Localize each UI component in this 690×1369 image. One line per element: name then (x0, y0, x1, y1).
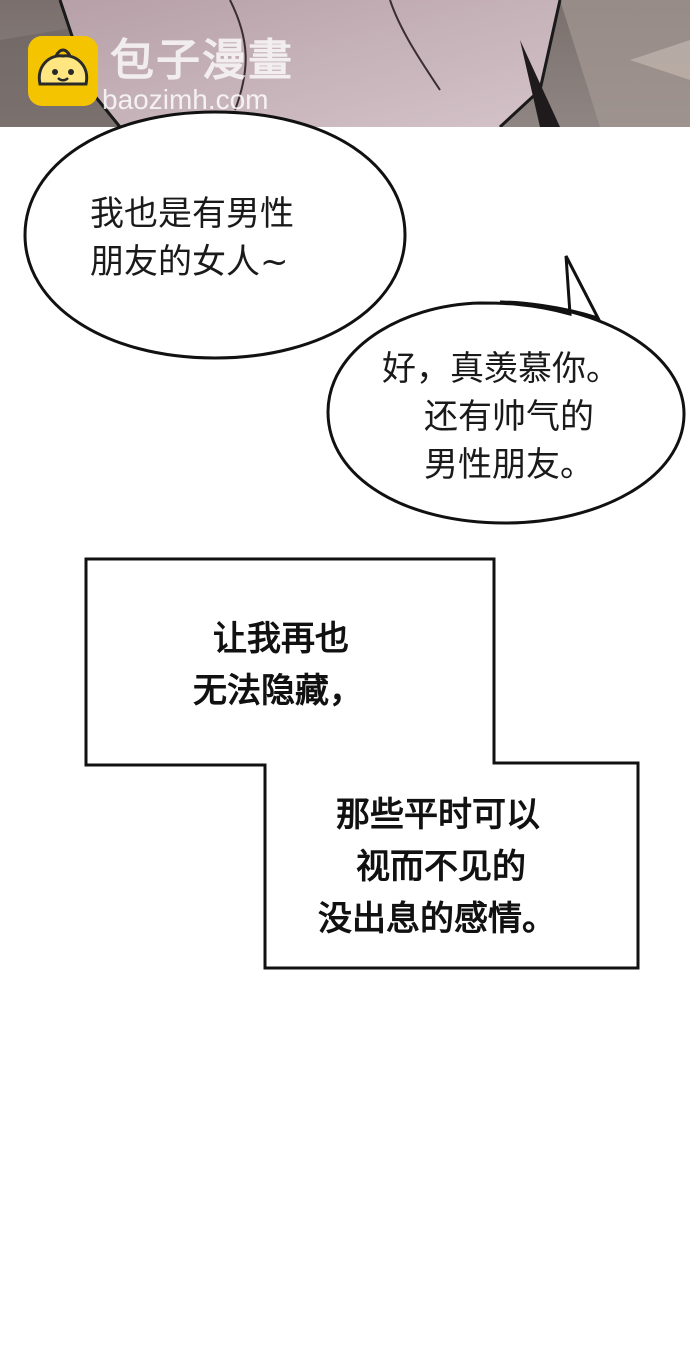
watermark-title: 包子漫畫 (110, 35, 294, 86)
light-glare (630, 40, 690, 80)
bubble-line: 还有帅气的 (424, 397, 594, 437)
caption-box-shape (84, 557, 640, 970)
watermark-url: baozimh.com (102, 84, 269, 115)
watermark: 包子漫畫 baozimh.com (26, 34, 326, 115)
speech-bubble-two-text: 好，真羡慕你。 还有帅气的 男性朋友。 (378, 345, 658, 489)
caption-line: 那些平时可以 (336, 795, 540, 835)
speech-bubble-one-text: 我也是有男性 朋友的女人~ (90, 190, 294, 286)
bubble-line: 朋友的女人~ (90, 242, 289, 282)
clothing-fold (229, 0, 247, 111)
caption-line: 无法隐藏， (193, 671, 363, 711)
bubble-line: 好，真羡慕你。 (382, 349, 620, 389)
bubble-line: 男性朋友。 (424, 445, 594, 485)
dark-shadow (520, 40, 560, 127)
speech-bubble-one-shape (23, 110, 407, 360)
top-panel-illustration: 包子漫畫 baozimh.com (0, 0, 690, 127)
illustration-art (0, 0, 690, 127)
caption-lower-text: 那些平时可以 视而不见的 没出息的感情。 (318, 789, 556, 945)
caption-line: 没出息的感情。 (318, 899, 556, 939)
clothing-shape (60, 0, 560, 127)
bubble-line: 我也是有男性 (90, 194, 294, 234)
bun-logo-icon (28, 36, 98, 106)
clothing-fold (389, 0, 441, 91)
caption-line: 视而不见的 (356, 847, 526, 887)
caption-upper-text: 让我再也 无法隐藏， (193, 613, 363, 717)
speech-bubble-two-shape (326, 255, 686, 525)
floor-tile (560, 0, 690, 127)
caption-line: 让我再也 (213, 619, 349, 659)
